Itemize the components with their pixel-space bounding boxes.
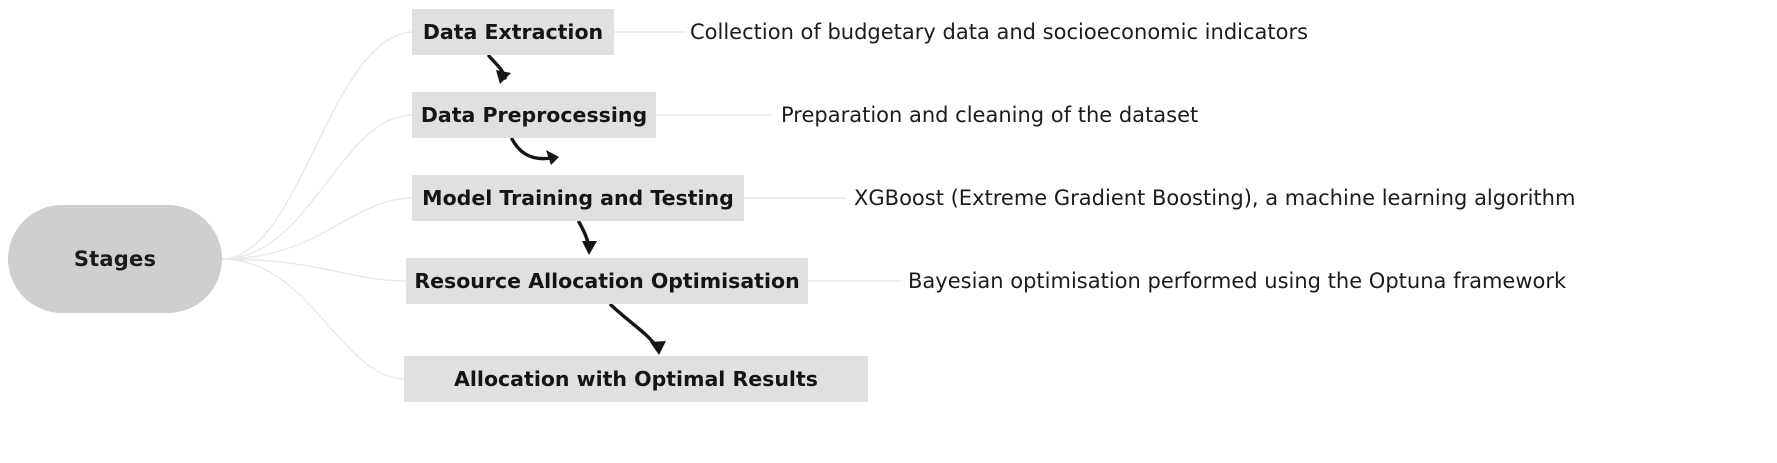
stage-description-data-preprocessing: Preparation and cleaning of the dataset: [781, 105, 1198, 126]
stage-label: Model Training and Testing: [422, 186, 734, 210]
stage-description-text: Collection of budgetary data and socioec…: [690, 20, 1309, 44]
arrowhead-1: [496, 70, 511, 84]
stage-description-data-extraction: Collection of budgetary data and socioec…: [690, 22, 1308, 43]
arrow-stage-3-to-stage-4: [577, 220, 591, 250]
stage-description-text: Preparation and cleaning of the dataset: [781, 103, 1199, 127]
stage-box-resource-allocation-optimisation[interactable]: Resource Allocation Optimisation: [406, 258, 808, 304]
stage-box-allocation-with-optimal-results[interactable]: Allocation with Optimal Results: [404, 356, 868, 402]
stage-description-text: XGBoost (Extreme Gradient Boosting), a m…: [854, 186, 1576, 210]
edge-root-to-stage-4: [221, 258, 407, 282]
edge-root-to-stage-1: [221, 31, 413, 260]
arrowhead-3: [582, 241, 597, 255]
stage-label: Data Preprocessing: [420, 103, 648, 127]
root-node-label: Stages: [73, 247, 157, 271]
stage-description-text: Bayesian optimisation performed using th…: [908, 269, 1567, 293]
stage-label: Allocation with Optimal Results: [454, 367, 818, 391]
arrow-stage-1-to-stage-2: [487, 54, 507, 80]
stage-label: Resource Allocation Optimisation: [414, 269, 800, 293]
stage-label: Data Extraction: [422, 20, 604, 44]
root-node-stages[interactable]: Stages: [8, 205, 222, 313]
stage-description-resource-allocation-optimisation: Bayesian optimisation performed using th…: [908, 271, 1566, 292]
arrowhead-2: [546, 150, 559, 165]
arrow-stage-4-to-stage-5: [609, 303, 659, 350]
stage-box-data-preprocessing[interactable]: Data Preprocessing: [412, 92, 656, 138]
arrow-stage-2-to-stage-3: [510, 137, 553, 161]
edge-root-to-stage-3: [221, 197, 413, 260]
stage-box-model-training-and-testing[interactable]: Model Training and Testing: [412, 175, 744, 221]
edge-root-to-stage-2: [221, 114, 413, 260]
edge-root-to-stage-5: [221, 258, 405, 380]
stage-box-data-extraction[interactable]: Data Extraction: [412, 9, 614, 55]
arrowhead-4: [650, 341, 666, 355]
stage-description-model-training-and-testing: XGBoost (Extreme Gradient Boosting), a m…: [854, 188, 1575, 209]
